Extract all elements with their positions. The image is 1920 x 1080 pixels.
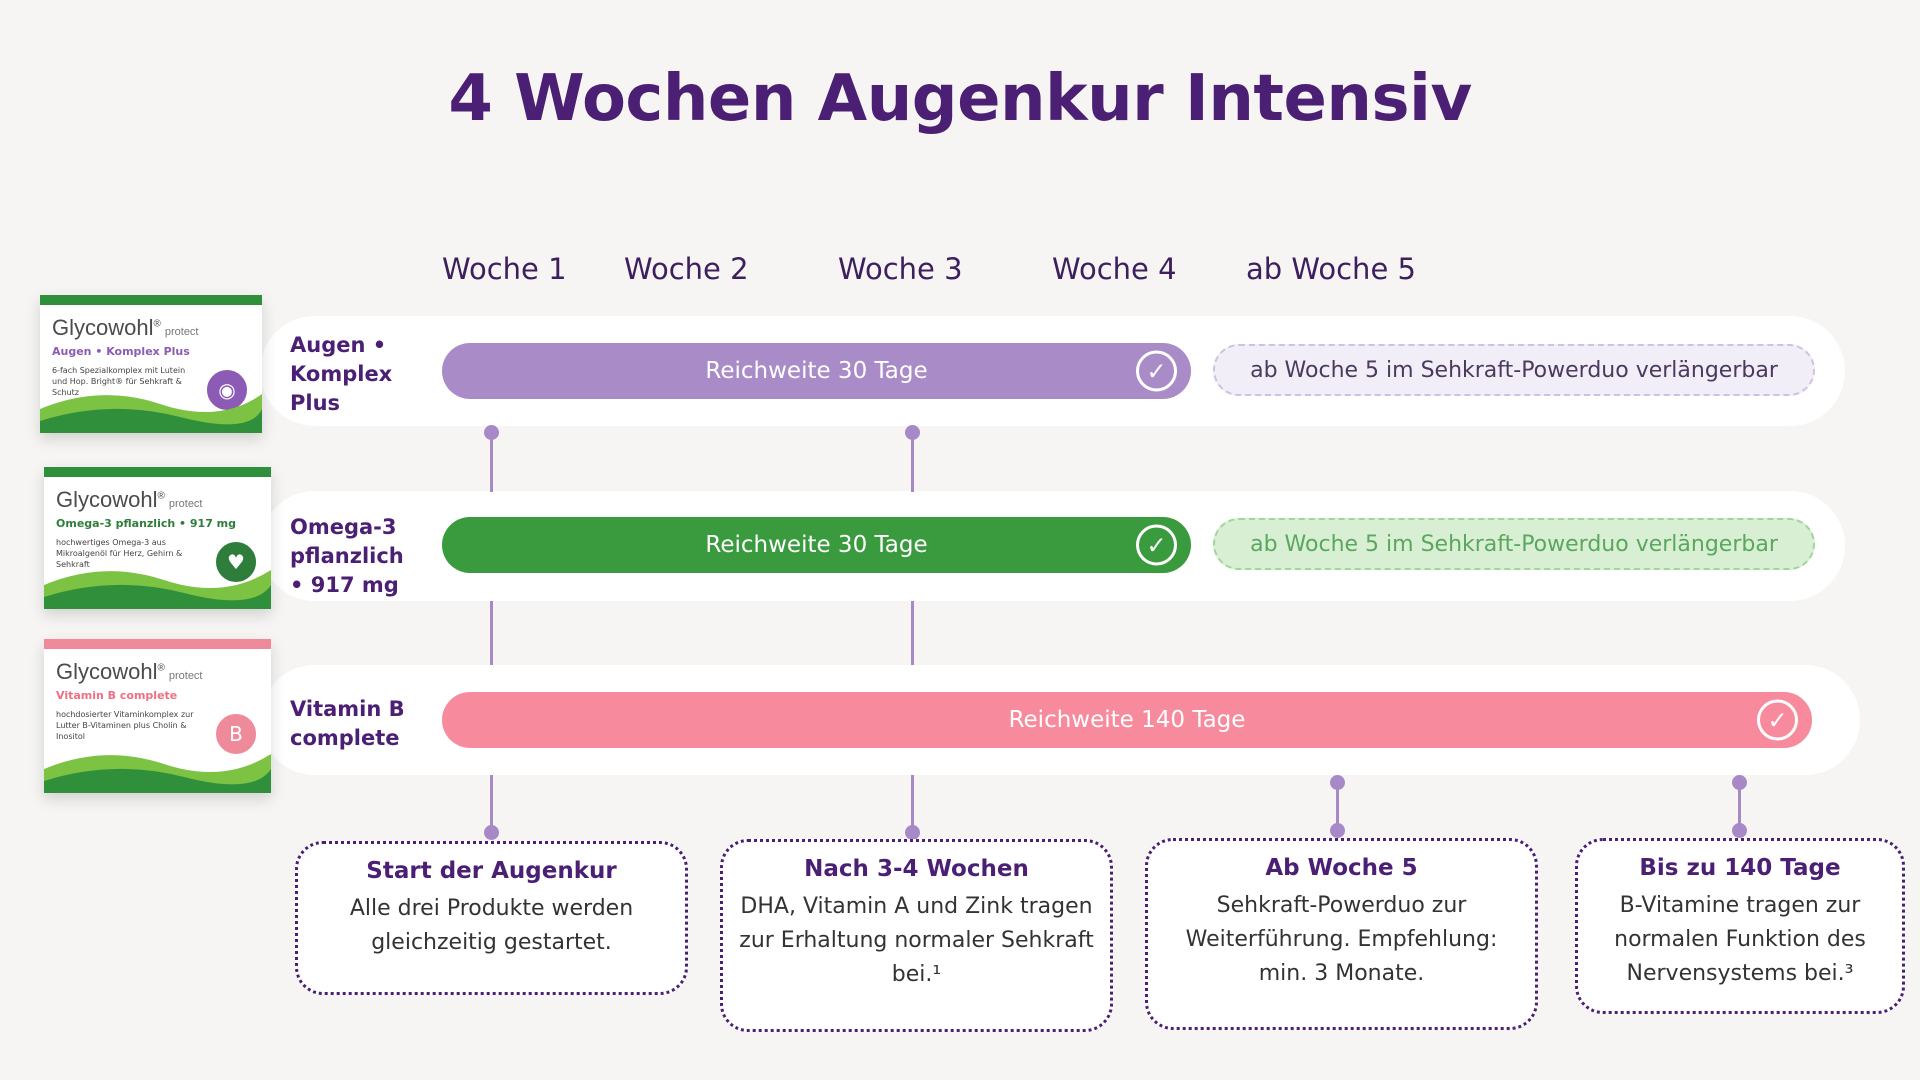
pack-description: hochdosierter Vitaminkomplex zur Lutter …	[56, 710, 194, 741]
pack-subtitle: Omega-3 pflanzlich • 917 mg	[56, 517, 237, 530]
check-circle-icon: ✓	[1136, 350, 1177, 392]
product-pack-omega: Glycowohl®protect Omega-3 pflanzlich • 9…	[44, 467, 271, 609]
week-3-header: Woche 3	[838, 252, 963, 286]
note-title: Nach 3-4 Wochen	[804, 856, 1029, 882]
pack-brand: Glycowohl	[56, 487, 158, 512]
pack-description: 6-fach Spezialkomplex mit Lutein und Hop…	[52, 366, 186, 397]
week-4-header: Woche 4	[1052, 252, 1177, 286]
pack-suffix: protect	[168, 498, 203, 510]
page-title: 4 Wochen Augenkur Intensiv	[448, 62, 1472, 136]
note-text: DHA, Vitamin A und Zink tragen zur Erhal…	[739, 894, 1094, 987]
pack-suffix: protect	[168, 670, 203, 682]
check-circle-icon: ✓	[1757, 699, 1798, 741]
bar-vitaminb-140-tage: Reichweite 140 Tage ✓	[442, 692, 1812, 748]
pack-suffix: protect	[164, 326, 199, 338]
connector-line	[490, 775, 493, 830]
pack-brand: Glycowohl	[52, 315, 154, 340]
note-title: Bis zu 140 Tage	[1639, 855, 1841, 881]
connector-line	[1738, 782, 1741, 830]
product-label-vitaminb: Vitamin B complete	[290, 697, 405, 750]
green-wave-graphic	[44, 754, 271, 793]
pack-subtitle: Augen • Komplex Plus	[52, 345, 190, 358]
connector-dot	[1732, 823, 1747, 838]
check-circle-icon: ✓	[1136, 524, 1177, 566]
connector-dot	[905, 825, 920, 840]
heart-brain-icon: ♥	[213, 539, 259, 585]
green-wave-graphic	[40, 394, 262, 433]
extension-augen: ab Woche 5 im Sehkraft-Powerduo verlänge…	[1213, 344, 1815, 396]
connector-dot	[484, 825, 499, 840]
week-2-header: Woche 2	[624, 252, 749, 286]
connector-line	[1336, 782, 1339, 830]
note-3-4-wochen: Nach 3-4 Wochen DHA, Vitamin A und Zink …	[720, 839, 1113, 1032]
connector-line	[911, 775, 914, 830]
green-wave-graphic	[44, 570, 271, 609]
week-1-header: Woche 1	[442, 252, 567, 286]
note-text: Alle drei Produkte werden gleichzeitig g…	[349, 896, 634, 955]
connector-line	[490, 432, 493, 492]
connector-line	[911, 601, 914, 665]
note-title: Ab Woche 5	[1265, 855, 1418, 881]
connector-line	[911, 432, 914, 492]
note-start: Start der Augenkur Alle drei Produkte we…	[295, 841, 688, 995]
bar-augen-30-tage: Reichweite 30 Tage ✓	[442, 343, 1191, 399]
pack-description: hochwertiges Omega-3 aus Mikroalgenöl fü…	[56, 538, 183, 569]
vitamin-b-icon: B	[213, 711, 259, 757]
product-pack-vitaminb: Glycowohl®protect Vitamin B complete hoc…	[44, 639, 271, 793]
connector-dot	[1330, 823, 1345, 838]
note-text: Sehkraft-Powerduo zur Weiterführung. Emp…	[1185, 893, 1498, 986]
pack-brand: Glycowohl	[56, 659, 158, 684]
connector-line	[490, 601, 493, 665]
note-140-tage: Bis zu 140 Tage B-Vitamine tragen zur no…	[1575, 838, 1905, 1014]
product-label-omega: Omega-3 pflanzlich • 917 mg	[290, 515, 404, 597]
product-pack-augen: Glycowohl®protect Augen • Komplex Plus 6…	[40, 295, 262, 433]
note-text: B-Vitamine tragen zur normalen Funktion …	[1614, 893, 1866, 986]
bar-label: Reichweite 30 Tage	[705, 358, 928, 384]
bar-omega-30-tage: Reichweite 30 Tage ✓	[442, 517, 1191, 573]
note-ab-woche-5: Ab Woche 5 Sehkraft-Powerduo zur Weiterf…	[1145, 838, 1538, 1030]
extension-omega: ab Woche 5 im Sehkraft-Powerduo verlänge…	[1213, 518, 1815, 570]
pack-subtitle: Vitamin B complete	[56, 689, 178, 702]
bar-label: Reichweite 140 Tage	[1008, 707, 1246, 733]
week-5-header: ab Woche 5	[1246, 252, 1416, 286]
product-label-augen: Augen • Komplex Plus	[290, 333, 393, 415]
bar-label: Reichweite 30 Tage	[705, 532, 928, 558]
note-title: Start der Augenkur	[366, 858, 617, 884]
